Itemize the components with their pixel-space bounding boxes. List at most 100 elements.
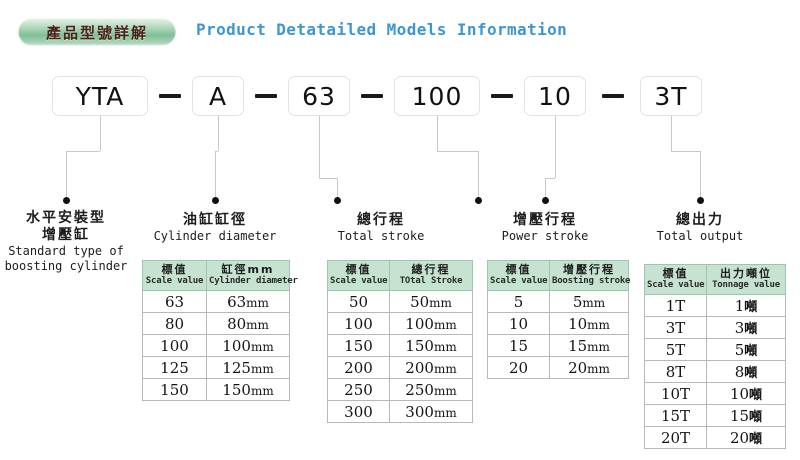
table-cell: 15 xyxy=(487,334,550,357)
column-header-zh: 出力噸位 xyxy=(720,267,772,280)
table-cell: 5噸 xyxy=(706,338,786,361)
table-cell: 150 xyxy=(327,334,390,357)
table-cell: 3T xyxy=(644,316,707,339)
column-header-en: Scale value xyxy=(647,280,705,290)
unit-suffix: mm xyxy=(250,361,274,376)
table-cell: 8噸 xyxy=(706,360,786,383)
table-cell: 50 xyxy=(327,290,390,313)
page-title: Product Detatailed Models Information xyxy=(196,20,568,39)
table-cell: 100mm xyxy=(389,312,473,335)
table-cell: 80mm xyxy=(206,312,290,335)
leader-line-4-drop xyxy=(437,116,438,151)
unit-suffix: 噸 xyxy=(744,366,758,381)
table-cell: 125 xyxy=(142,356,207,379)
leader-line-3-endpoint xyxy=(334,197,341,204)
table-cell: 200 xyxy=(327,356,390,379)
section-label-4-line-1: 增壓行程 xyxy=(513,212,577,228)
model-code-segment-6: 3T xyxy=(640,76,702,116)
model-code-segment-4: 100 xyxy=(394,76,480,116)
leader-line-4-endpoint xyxy=(475,197,482,204)
model-code-separator-5 xyxy=(602,94,624,98)
table-cell: 5 xyxy=(487,290,550,313)
unit-suffix: 噸 xyxy=(749,432,763,447)
table-cell: 8T xyxy=(644,360,707,383)
column-header-zh: 增壓行程 xyxy=(563,263,615,276)
unit-suffix: mm xyxy=(582,295,606,310)
section-label-5-line-3: Total output xyxy=(656,229,744,243)
model-code-segment-5: 10 xyxy=(524,76,586,116)
unit-suffix: mm xyxy=(250,383,274,398)
model-code-segment-2: A xyxy=(192,76,244,116)
table-cell: 1噸 xyxy=(706,294,786,317)
table-cell: 5mm xyxy=(549,290,629,313)
leader-line-5-drop xyxy=(555,116,556,178)
leader-line-4-jog xyxy=(437,151,478,152)
table-cell: 63 xyxy=(142,290,207,313)
section-label-3-line-3: Total stroke xyxy=(337,229,425,243)
table-cell: 3噸 xyxy=(706,316,786,339)
table-cell: 50mm xyxy=(389,290,473,313)
table-cell: 20噸 xyxy=(706,426,786,449)
model-code-segment-3: 63 xyxy=(288,76,350,116)
unit-suffix: mm xyxy=(433,405,457,420)
model-code-separator-1 xyxy=(159,94,181,98)
unit-suffix: mm xyxy=(429,295,452,310)
column-header-zh: 標值 xyxy=(505,263,532,276)
unit-suffix: mm xyxy=(246,295,269,310)
unit-suffix: 噸 xyxy=(749,410,763,425)
leader-line-2-drop xyxy=(218,116,219,151)
column-header-zh: 總行程 xyxy=(411,263,451,276)
leader-line-1-jog xyxy=(66,151,100,152)
leader-line-2-jog xyxy=(215,151,218,152)
table-cell: 100mm xyxy=(206,334,290,357)
unit-suffix: 噸 xyxy=(749,388,763,403)
table-cell: 125mm xyxy=(206,356,290,379)
column-header-en: Cylinder diameter xyxy=(209,276,298,286)
unit-suffix: 噸 xyxy=(744,322,758,337)
table-cell: 15噸 xyxy=(706,404,786,427)
unit-suffix: 噸 xyxy=(744,300,758,315)
table-cell: 10噸 xyxy=(706,382,786,405)
column-header-en: Scale value xyxy=(145,276,204,286)
column-header-zh: 缸徑mm xyxy=(221,263,275,276)
section-label-2-line-3: Cylinder diameter xyxy=(153,229,277,243)
unit-suffix: mm xyxy=(587,361,610,376)
table-cell: 63mm xyxy=(206,290,290,313)
section-label-4-line-3: Power stroke xyxy=(501,229,589,243)
section-label-1-line-1: 水平安裝型 xyxy=(26,210,106,226)
table-cell: 80 xyxy=(142,312,207,335)
leader-line-6-stem xyxy=(700,151,701,200)
table-cell: 10mm xyxy=(549,312,629,335)
model-code-segment-1: YTA xyxy=(52,76,148,116)
